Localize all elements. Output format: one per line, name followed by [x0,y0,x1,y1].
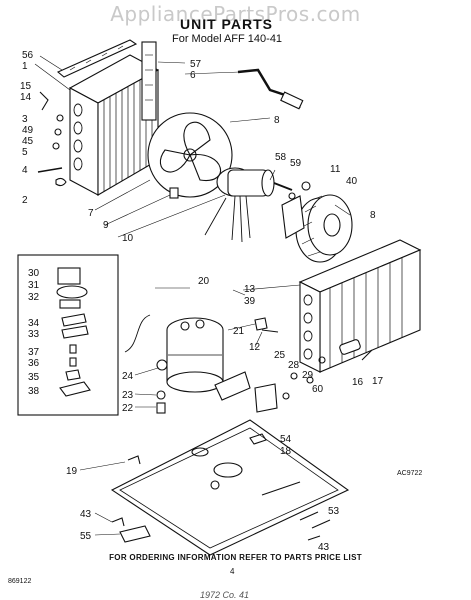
callout-25: 25 [274,350,286,361]
callout-45: 45 [22,136,34,147]
callout-24: 24 [122,371,134,382]
callout-15: 15 [20,81,32,92]
page-number: 4 [230,567,235,576]
condenser-fan-blade [147,112,233,198]
watermark: AppliancePartsPros.com [110,2,361,26]
callout-31: 31 [28,280,40,291]
callout-22: 22 [122,403,134,414]
callout-35: 35 [28,372,40,383]
callout-3: 3 [22,114,28,125]
callout-37: 37 [28,347,40,358]
document-code: 869122 [8,578,32,585]
base-pan [110,419,350,556]
evaporator-coil [298,239,422,373]
callout-38: 38 [28,386,40,397]
callout-5: 5 [22,147,28,158]
callout-32: 32 [28,292,40,303]
callout-49: 49 [22,125,34,136]
diagram-code: AC9722 [397,470,423,477]
callout-19: 19 [66,466,78,477]
blower-wheel [295,194,353,263]
callout-28: 28 [288,360,300,371]
callout-13: 13 [244,284,256,295]
callout-43-left: 43 [80,509,92,520]
callout-40: 40 [346,176,358,187]
callout-2: 2 [22,195,28,206]
callout-29: 29 [302,370,314,381]
signature: 1972 Co. 41 [200,590,250,600]
diagram-title: UNIT PARTS [180,16,273,32]
diagram-subtitle: For Model AFF 140-41 [172,33,283,45]
callout-14: 14 [20,92,32,103]
callout-59: 59 [290,158,302,169]
callout-43-right: 43 [318,542,330,553]
callout-55: 55 [80,531,92,542]
callout-33: 33 [28,329,40,340]
fan-motor [204,167,293,243]
callout-7: 7 [88,208,94,219]
callout-4: 4 [22,165,28,176]
callout-20: 20 [198,276,210,287]
callout-8-top: 8 [274,115,280,126]
callout-11: 11 [330,164,341,175]
callout-30: 30 [28,268,40,279]
callout-9: 9 [103,220,109,231]
compressor [166,317,224,393]
side-seal-strip [141,41,157,121]
callout-60: 60 [312,384,324,395]
callout-18: 18 [280,446,292,457]
callout-36: 36 [28,358,40,369]
callout-10: 10 [122,233,134,244]
callout-23: 23 [122,390,134,401]
callout-12: 12 [249,342,261,353]
callout-58: 58 [275,152,287,163]
callout-56: 56 [22,50,34,61]
callout-57: 57 [190,59,202,70]
callout-34: 34 [28,318,40,329]
callout-53: 53 [328,506,340,517]
callout-1: 1 [22,61,28,72]
callout-17: 17 [372,376,384,387]
ordering-note: FOR ORDERING INFORMATION REFER TO PARTS … [109,553,362,562]
callout-21: 21 [233,326,245,337]
callout-54: 54 [280,434,292,445]
callout-39: 39 [244,296,256,307]
callout-16: 16 [352,377,364,388]
seal-strip [56,39,138,78]
callout-6: 6 [190,70,196,81]
callout-8-right: 8 [370,210,376,221]
